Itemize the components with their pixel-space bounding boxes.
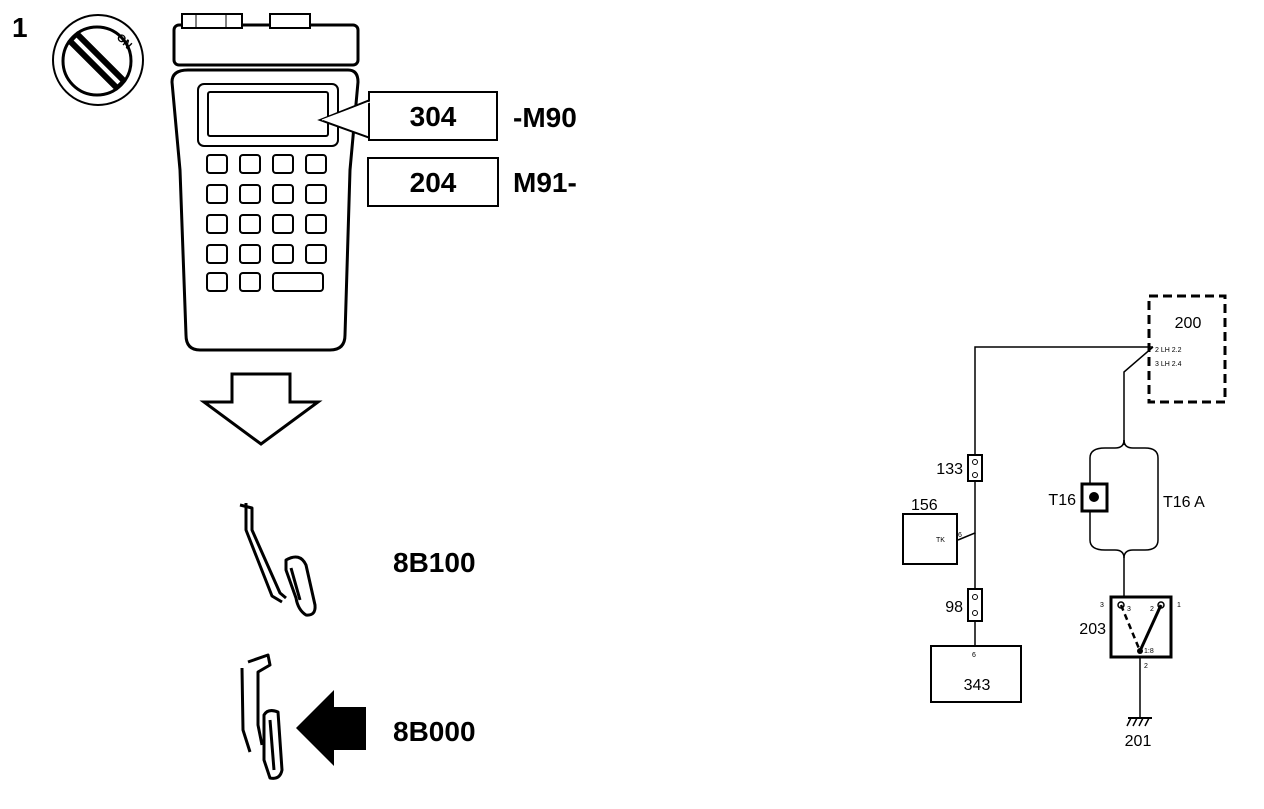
reading-box-1 [368,91,498,141]
component-156-pin-label: TK [936,537,945,544]
switch-pin-mid: 1:8 [1144,648,1154,655]
reading-1-value: 304 [410,101,457,132]
ground-icon [1126,717,1152,727]
switch-pin-3: 3 [1100,602,1104,609]
switch-pin-bottom: 2 [1144,663,1148,670]
component-156-label: 156 [911,497,938,514]
diagnostic-tester-icon [170,13,360,352]
switch-pin-1: 1 [1177,602,1181,609]
component-156-box [902,513,958,565]
test-point-t16a-label: T16 A [1163,494,1205,511]
ecu-200-box [1147,294,1227,404]
connector-98 [967,588,983,622]
ground-201-label: 201 [1125,733,1152,750]
pedal-press-arrow-icon [296,690,366,766]
pedal-pressed-code: 8B000 [393,716,476,747]
switch-203-label: 203 [1079,621,1106,638]
component-343-pin: 6 [972,652,976,659]
ignition-key-icon: ON [52,14,144,106]
ecu-pin-3: 3 LH 2.4 [1155,361,1182,368]
reading-box-2 [367,157,499,207]
reading-2-value: 204 [410,167,457,198]
pedal-pressed-icon [240,653,284,780]
test-point-t16-label: T16 [1048,492,1076,509]
switch-pin-2-inner: 2 [1150,606,1154,613]
connector-133-label: 133 [936,461,963,478]
step-number: 1 [12,12,28,43]
ecu-200-label: 200 [1175,315,1202,332]
down-arrow-icon [199,372,323,446]
component-343-box [930,645,1022,703]
component-343-label: 343 [964,677,991,694]
pedal-released-code: 8B100 [393,547,476,578]
pedal-released-icon [239,503,317,617]
connector-133 [967,454,983,482]
connector-98-label: 98 [945,599,963,616]
switch-pin-3-inner: 3 [1127,606,1131,613]
component-156-pin: 6 [958,532,962,539]
ecu-pin-2: 2 LH 2.2 [1155,347,1182,354]
reading-1-code: -M90 [513,102,577,133]
reading-2-code: M91- [513,167,577,198]
circuit-diagram: 200 2 LH 2.2 3 LH 2.4 133 [902,294,1227,750]
